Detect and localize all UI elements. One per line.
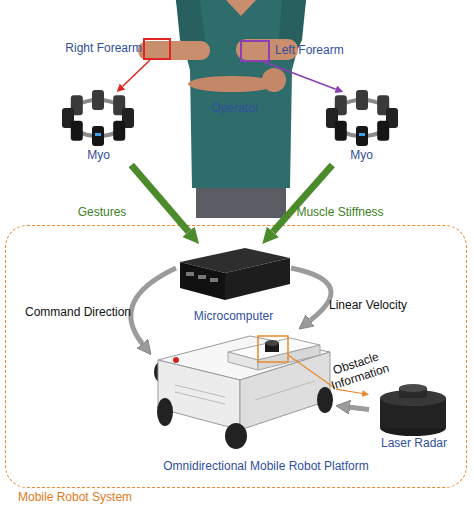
node-label: Microcomputer [166,309,301,323]
radar-turret [399,384,427,392]
node-label: Operator [205,101,265,115]
neck [226,0,256,16]
microcomputer: Microcomputer [176,244,291,324]
edge-label: Linear Velocity [318,298,418,312]
connector-arrow [123,60,151,87]
leader-line [288,355,335,388]
connector-arrow [273,165,332,232]
mecanum-wheel [317,387,333,413]
operator-photo: Operator Right Forearm Left Forearm [135,0,330,215]
node-label: Laser Radar [369,436,459,450]
connector-arrow [264,62,336,89]
node-label: Left Forearm [275,43,360,57]
status-led [95,133,101,136]
left-forearm-box: Left Forearm [240,40,270,62]
edge-label: Gestures [62,205,142,219]
sensor-pod [92,126,104,146]
fist [262,68,286,92]
edge-label: Obstacle Information [319,346,396,395]
forearm [138,41,210,60]
box-front [180,262,225,300]
connector-arrow [131,165,188,232]
edge-label: Command Direction [18,305,138,319]
node-label: Mobile Robot System [18,490,218,504]
vent-line [175,385,225,397]
edge-label: Muscle Stiffness [285,205,395,219]
myo-armband [62,90,134,146]
sensor-pod [71,121,83,141]
mecanum-wheel [225,423,247,449]
microcomputer-box [180,248,290,300]
connector-arrow [291,268,331,321]
right-forearm-box: Right Forearm [143,38,171,60]
connector-arrow [336,389,362,393]
vent-line [175,392,225,404]
system-boundary: Mobile Robot SystemMicrocomputerOmnidire… [5,225,467,488]
myo-armband: Myo [325,92,398,165]
box-side [225,258,290,300]
port [186,272,194,276]
robot-platform [154,336,335,449]
port [198,275,206,279]
operator-figure [138,0,306,218]
shirt [176,0,306,188]
laser-radar-device [380,384,446,436]
vent-line [255,381,315,400]
stop-button [173,357,179,363]
node-label: Myo [325,148,398,162]
connector-arrow [131,268,176,344]
mecanum-wheel [157,398,173,426]
robot-deck [228,352,258,370]
node-label: Myo [62,148,135,162]
myo-armband [326,90,398,146]
connector-arrow [350,407,369,409]
sensor-pod [92,90,104,110]
myo-armband: Myo [62,92,135,165]
robot-side [158,360,240,430]
node-label: Omnidirectional Mobile Robot Platform [141,459,391,473]
node-label: Right Forearm [52,41,142,55]
sensor-pod [113,121,125,141]
lidar-sensor [265,340,279,346]
port [210,278,218,282]
laser-radar: Laser Radar [369,386,459,453]
robot-platform: Omnidirectional Mobile Robot Platform [151,329,336,457]
highlight-box [258,336,288,362]
